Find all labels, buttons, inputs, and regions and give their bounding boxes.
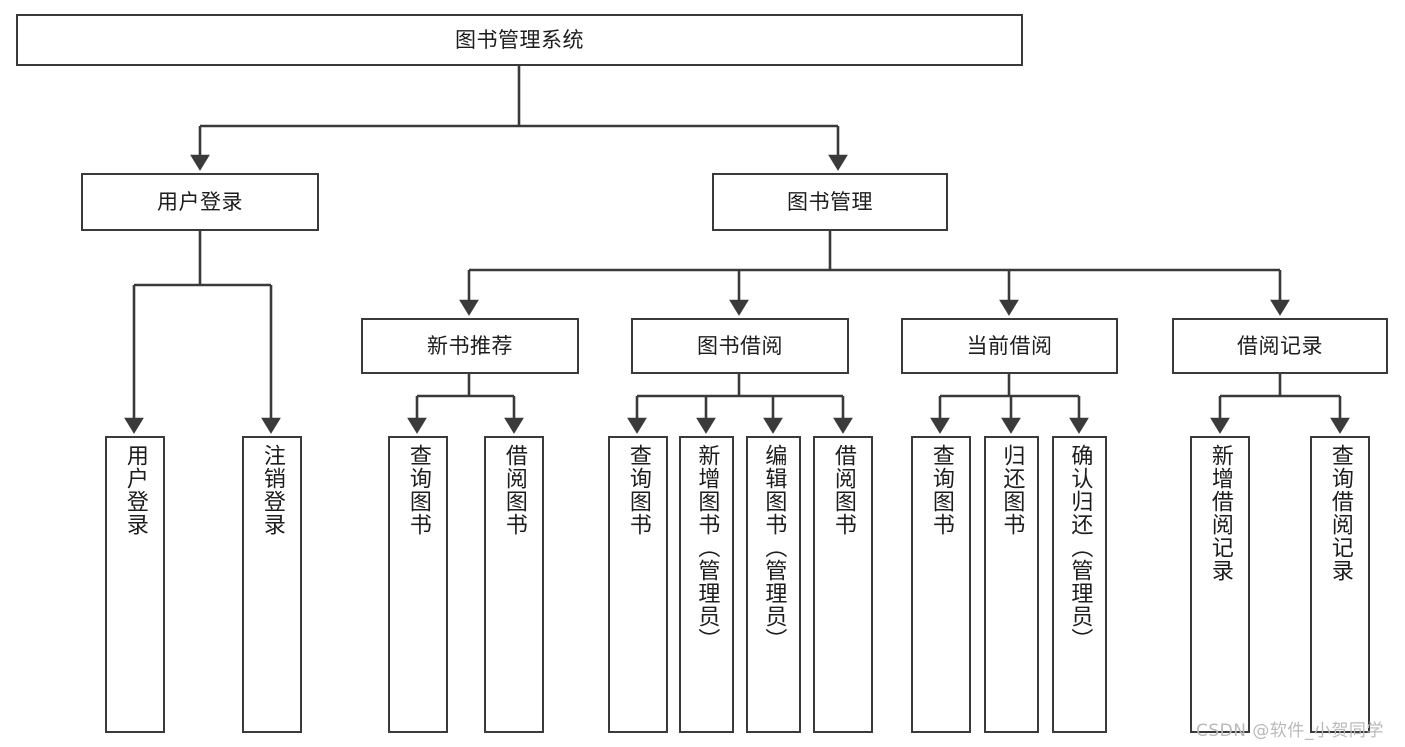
node-book-manage-label: 图书管理 (787, 189, 873, 214)
node-leaf-borrow-book-2-label: 借阅图书 (830, 444, 856, 536)
node-leaf-borrow-book-1[interactable]: 借阅图书 (484, 436, 544, 733)
node-book-borrow-label: 图书借阅 (697, 333, 783, 358)
node-leaf-add-book[interactable]: 新增图书（管理员） (679, 436, 734, 733)
node-leaf-user-login-label: 用户登录 (122, 444, 148, 536)
node-leaf-edit-book[interactable]: 编辑图书（管理员） (746, 436, 801, 733)
node-leaf-query-book-2[interactable]: 查询图书 (608, 436, 668, 733)
node-book-manage[interactable]: 图书管理 (712, 173, 948, 231)
node-leaf-confirm-return-label: 确认归还（管理员） (1067, 444, 1093, 651)
node-leaf-query-book-3-label: 查询图书 (928, 444, 954, 536)
node-user-login[interactable]: 用户登录 (81, 173, 319, 231)
node-leaf-return-book[interactable]: 归还图书 (984, 436, 1039, 733)
node-current-borrow-label: 当前借阅 (966, 333, 1053, 358)
node-current-borrow[interactable]: 当前借阅 (901, 318, 1118, 374)
node-leaf-borrow-book-2[interactable]: 借阅图书 (813, 436, 873, 733)
node-leaf-query-book-1-label: 查询图书 (405, 444, 431, 536)
node-leaf-query-record-label: 查询借阅记录 (1327, 444, 1353, 582)
node-leaf-return-book-label: 归还图书 (999, 444, 1025, 536)
node-leaf-edit-book-label: 编辑图书（管理员） (761, 444, 787, 651)
node-new-book-rec[interactable]: 新书推荐 (361, 318, 579, 374)
node-leaf-add-record-label: 新增借阅记录 (1207, 444, 1233, 582)
csdn-watermark: CSDN @软件_小贺同学 (1196, 721, 1384, 741)
node-leaf-query-book-1[interactable]: 查询图书 (388, 436, 448, 733)
node-leaf-confirm-return[interactable]: 确认归还（管理员） (1052, 436, 1107, 733)
node-leaf-query-record[interactable]: 查询借阅记录 (1310, 436, 1370, 733)
node-leaf-user-logout[interactable]: 注销登录 (242, 436, 302, 733)
node-root-label: 图书管理系统 (455, 27, 584, 52)
node-leaf-borrow-book-1-label: 借阅图书 (501, 444, 527, 536)
node-leaf-add-record[interactable]: 新增借阅记录 (1190, 436, 1250, 733)
node-leaf-user-login[interactable]: 用户登录 (105, 436, 165, 733)
node-leaf-query-book-2-label: 查询图书 (625, 444, 651, 536)
node-borrow-record[interactable]: 借阅记录 (1172, 318, 1388, 374)
node-leaf-user-logout-label: 注销登录 (259, 444, 285, 536)
node-root[interactable]: 图书管理系统 (16, 14, 1023, 66)
node-book-borrow[interactable]: 图书借阅 (631, 318, 849, 374)
node-new-book-rec-label: 新书推荐 (427, 333, 513, 358)
node-leaf-query-book-3[interactable]: 查询图书 (911, 436, 971, 733)
node-user-login-label: 用户登录 (157, 189, 243, 214)
node-leaf-add-book-label: 新增图书（管理员） (694, 444, 720, 651)
node-borrow-record-label: 借阅记录 (1237, 333, 1323, 358)
